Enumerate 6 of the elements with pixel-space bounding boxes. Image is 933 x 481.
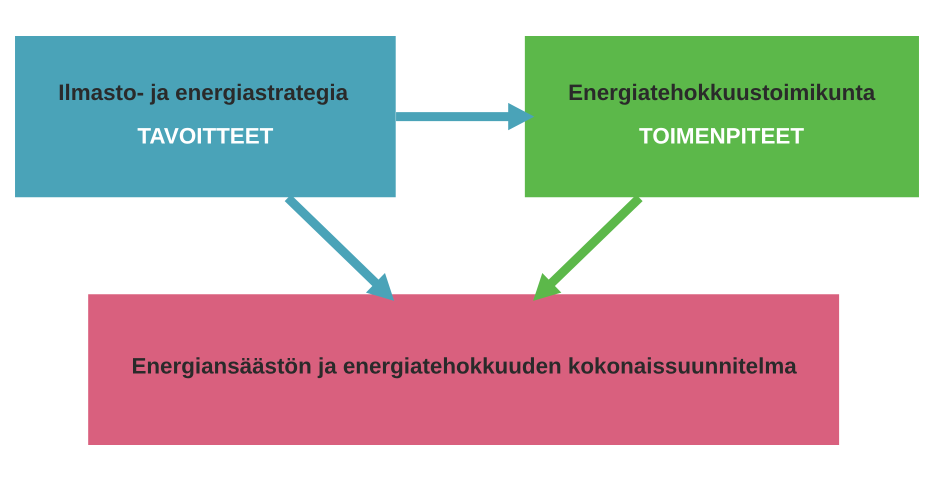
node-box: Ilmasto- ja energiastrategia TAVOITTEET [14,36,396,198]
arrow [396,102,534,130]
node-box: Energiatehokkuustoimikunta TOIMENPITEET [524,36,918,198]
arrow [284,194,394,301]
arrow [532,194,642,301]
node-box: Energiansäästön ja energiatehokkuuden kokonaissuunnitelma [88,294,839,446]
